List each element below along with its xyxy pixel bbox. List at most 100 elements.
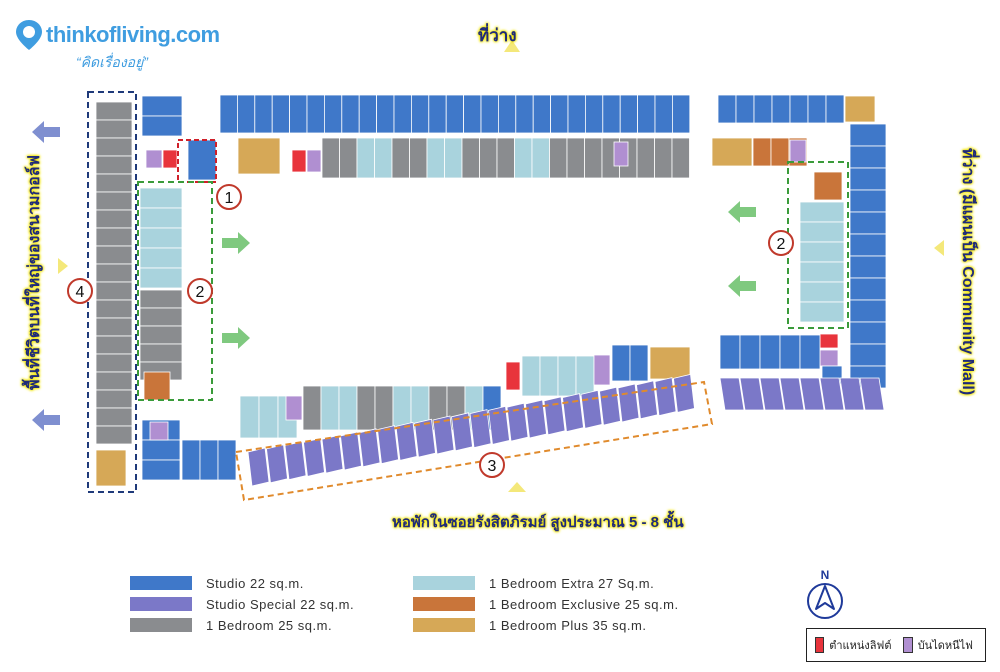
studio-unit <box>271 94 291 134</box>
studio-unit <box>735 94 755 124</box>
zone-marker <box>216 184 242 210</box>
one-bed-plus-unit <box>237 137 281 175</box>
one-bed-unit <box>139 325 183 345</box>
studio-unit <box>849 211 887 235</box>
legend-label: Studio Special 22 sq.m. <box>206 596 355 612</box>
north-compass-icon: N <box>803 567 847 621</box>
studio-unit <box>849 123 887 147</box>
studio-unit <box>410 94 430 134</box>
one-bed-extra-unit <box>799 221 845 243</box>
one-bed-extra-unit <box>239 395 260 439</box>
studio-special-unit <box>599 386 621 426</box>
studio-unit <box>849 145 887 169</box>
view-arrow-icon <box>222 232 250 254</box>
legend-label: 1 Bedroom 25 sq.m. <box>206 617 333 633</box>
legend-swatch <box>130 576 192 590</box>
unit-block <box>549 137 568 179</box>
legend-swatch <box>130 618 192 632</box>
zone-marker <box>479 452 505 478</box>
legend-item: 1 Bedroom Plus 35 sq.m. <box>413 617 646 633</box>
studio-special-unit <box>284 441 307 481</box>
unit-block <box>339 137 358 179</box>
one-bed-unit <box>95 227 133 247</box>
one-bed-plus-unit <box>844 95 876 123</box>
studio-unit <box>717 94 737 124</box>
studio-unit <box>323 94 343 134</box>
unit-block <box>426 137 445 179</box>
lift-marker <box>819 333 839 349</box>
unit-block <box>356 385 376 431</box>
studio-unit <box>463 94 482 134</box>
studio-unit <box>428 94 447 134</box>
zone-marker-label: 2 <box>777 236 786 253</box>
unit-block <box>374 137 393 179</box>
studio-unit <box>849 167 887 191</box>
one-bed-extra-unit <box>799 201 845 223</box>
zone-1-frame <box>177 139 217 183</box>
direction-arrows <box>32 40 944 492</box>
sun-marker-icon <box>508 482 526 492</box>
one-bed-exclusive-unit <box>770 137 790 167</box>
unit-block <box>531 137 550 179</box>
one-bed-unit <box>95 245 133 265</box>
west-label: พื้นที่ชีวิตบนที่ใหญ่ของสนามกอล์ฟ <box>26 155 43 390</box>
one-bed-unit <box>139 289 183 309</box>
studio-unit <box>799 334 821 370</box>
studio-special-unit <box>799 377 825 411</box>
studio-unit <box>654 94 673 134</box>
logo-tagline: “คิดเรื่องอยู่” <box>76 54 148 70</box>
studio-special-unit <box>340 431 362 471</box>
studio-unit <box>825 94 845 124</box>
unit-block <box>584 137 603 179</box>
legend-label: 1 Bedroom Exclusive 25 sq.m. <box>489 596 679 612</box>
one-bed-extra-unit <box>799 301 845 323</box>
lift-marker <box>291 149 307 173</box>
fire-stair-marker <box>285 395 303 421</box>
zone-2-west-frame <box>137 181 213 401</box>
studio-unit <box>585 94 604 134</box>
legend-label: 1 Bedroom Plus 35 sq.m. <box>489 617 647 633</box>
unit-block <box>496 137 515 179</box>
legend-item: Studio Special 22 sq.m. <box>130 596 354 612</box>
legend-item: Studio 22 sq.m. <box>130 575 304 591</box>
one-bed-unit <box>139 343 183 363</box>
studio-special-unit <box>654 377 677 417</box>
one-bed-unit <box>95 371 133 391</box>
north-label: ที่ว่าง <box>478 26 517 45</box>
sun-marker-icon <box>58 258 68 274</box>
studio-special-unit <box>779 377 805 411</box>
one-bed-exclusive-unit <box>752 137 772 167</box>
compass-label: N <box>821 568 830 582</box>
studio-unit <box>532 94 552 134</box>
studio-unit <box>217 439 237 481</box>
unit-block <box>374 385 394 431</box>
studio-special-unit <box>377 425 399 465</box>
studio-unit <box>141 95 183 117</box>
studio-unit <box>849 189 887 213</box>
studio-special-unit <box>839 377 865 411</box>
unit-block <box>566 137 585 179</box>
unit-block <box>514 137 533 179</box>
studio-unit <box>789 94 809 124</box>
one-bed-extra-unit <box>139 227 183 249</box>
legend-swatch <box>413 597 475 611</box>
view-arrow-icon <box>728 275 756 297</box>
studio-unit <box>637 94 656 134</box>
fire-stair-marker <box>789 139 807 163</box>
studio-special-unit <box>859 377 885 411</box>
studio-special-unit <box>819 377 845 411</box>
studio-unit <box>480 94 499 134</box>
one-bed-extra-unit <box>575 355 595 397</box>
studio-unit <box>376 94 395 134</box>
one-bed-unit <box>95 281 133 301</box>
fire-stair-marker <box>613 141 629 167</box>
symbol-key: ตำแหน่งลิฟต์ บันไดหนีไฟ <box>806 628 986 662</box>
one-bed-exclusive-unit <box>813 171 843 201</box>
studio-special-unit <box>580 389 603 429</box>
one-bed-unit <box>95 317 133 337</box>
view-arrow-icon <box>222 327 250 349</box>
legend-item: 1 Bedroom 25 sq.m. <box>130 617 332 633</box>
one-bed-unit <box>95 155 133 175</box>
zone-marker-label: 3 <box>488 458 497 475</box>
